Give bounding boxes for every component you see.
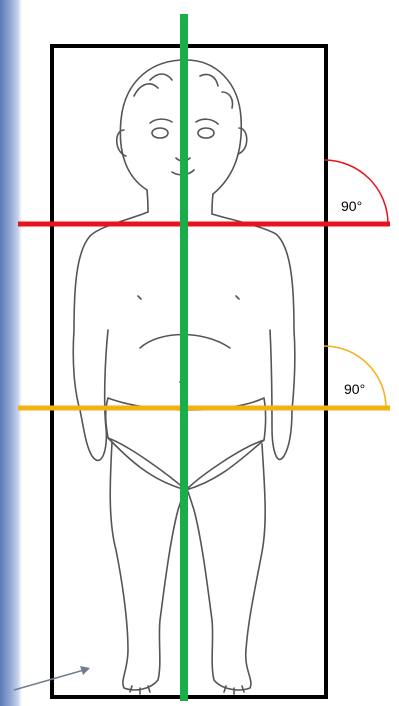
- right-eye: [198, 128, 214, 138]
- hip-angle-label: 90°: [344, 381, 365, 397]
- shoulder-angle-label: 90°: [341, 198, 362, 214]
- left-leg: [110, 442, 186, 690]
- right-leg: [186, 444, 265, 690]
- hip-angle-arc: [324, 346, 386, 408]
- left-eye: [152, 128, 168, 138]
- nipples: [138, 296, 239, 299]
- body-frame: [52, 46, 326, 697]
- shoulder-angle-arc: [324, 160, 388, 224]
